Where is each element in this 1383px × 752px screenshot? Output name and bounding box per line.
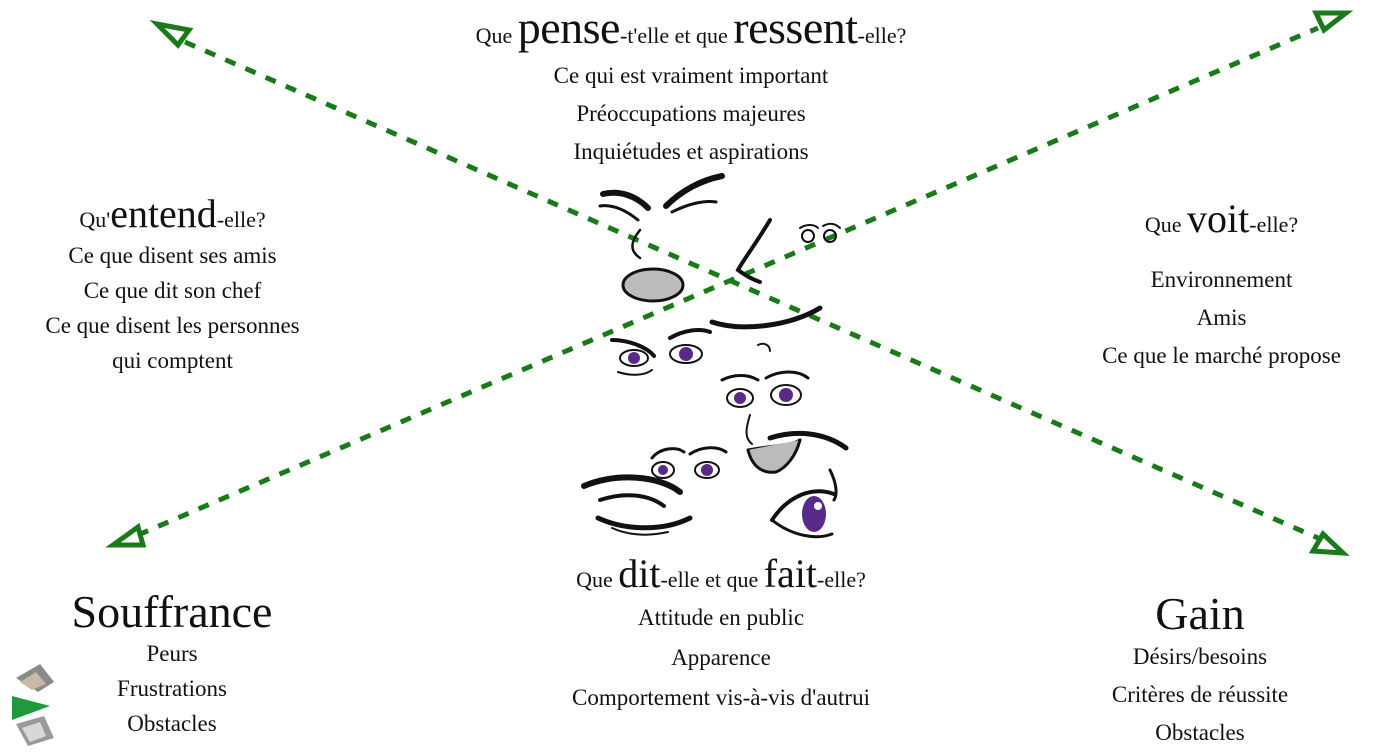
thinks-feels-section: Que pense-t'elle et que ressent-elle? Ce… [391,0,991,171]
sees-item: Environnement [1150,267,1293,292]
says-does-section: Que dit-elle et que fait-elle? Attitude … [421,550,1021,718]
gain-section: Gain Désirs/besoins Critères de réussite… [1035,588,1365,752]
gain-item: Désirs/besoins [1132,644,1268,670]
sees-title: Que voit-elle? [1060,195,1383,243]
hears-section: Qu'entend-elle? Ce que disent ses amis C… [0,190,345,378]
sees-item: Ce que le marché propose [1102,343,1341,368]
title-suffix: -elle? [216,207,266,232]
sees-item: Amis [1196,305,1247,330]
title-keyword-pense: pense [517,2,621,53]
face-sketches-icon [581,173,849,539]
hears-title: Qu'entend-elle? [0,190,345,238]
title-prefix: Que [1144,212,1188,237]
says-does-item: Attitude en public [637,605,805,630]
title-keyword-ressent: ressent [733,2,858,53]
gain-title: Gain [1155,588,1245,639]
thinks-feels-item: Préoccupations majeures [576,101,806,127]
gain-item: Obstacles [1155,720,1245,746]
gain-item: Critères de réussite [1111,682,1289,708]
pain-item: Frustrations [117,676,227,702]
title-prefix: Qu' [79,207,111,232]
arrowhead-top-left-icon [149,20,194,49]
pain-item: Peurs [146,641,198,667]
hears-item: Ce que disent les personnes [45,313,300,338]
title-keyword-voit: voit [1187,196,1250,241]
thinks-feels-item: Ce qui est vraiment important [553,63,829,89]
sees-section: Que voit-elle? Environnement Amis Ce que… [1060,195,1383,375]
pain-item: Obstacles [127,711,217,737]
hears-item: Ce que dit son chef [83,278,262,303]
says-does-item: Comportement vis-à-vis d'autrui [572,685,870,710]
title-middle: -elle et que [660,567,764,592]
title-suffix: -elle? [857,23,907,48]
thinks-feels-title: Que pense-t'elle et que ressent-elle? [391,0,991,55]
hears-item: qui comptent [112,348,233,373]
dashed-arrows [137,25,1320,541]
pain-section: Souffrance Peurs Frustrations Obstacles [22,586,322,741]
says-does-item: Apparence [671,645,771,670]
logo-icon [12,664,54,746]
title-suffix: -elle? [1249,212,1299,237]
arrowhead-bottom-left-icon [105,522,147,548]
title-middle: -t'elle et que [619,23,734,48]
pain-title: Souffrance [71,586,273,637]
arrow-line-bottom-left-to-top-right [137,25,1319,538]
arrow-line-top-left-to-bottom-right [183,39,1320,541]
title-suffix: -elle? [817,567,866,592]
thinks-feels-item: Inquiétudes et aspirations [573,139,809,165]
arrowheads [105,10,1354,556]
says-does-title: Que dit-elle et que fait-elle? [421,550,1021,598]
hears-item: Ce que disent ses amis [68,243,277,268]
title-keyword-entend: entend [110,191,217,236]
title-keyword-dit: dit [618,551,661,596]
arrowhead-bottom-right-icon [1308,530,1350,556]
arrowhead-top-right-icon [1312,10,1354,34]
title-keyword-fait: fait [763,551,818,596]
title-prefix: Que [576,567,619,592]
title-prefix: Que [475,23,518,48]
